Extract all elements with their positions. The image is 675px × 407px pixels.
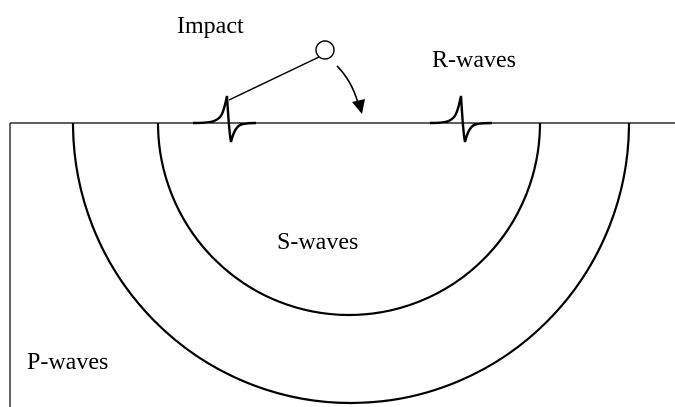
impact-arrow-head-icon — [352, 99, 365, 114]
s-wave-front — [156, 122, 542, 317]
p-wave-front — [71, 122, 631, 405]
label-s-waves: S-waves — [277, 229, 358, 255]
impact-arrow-shaft — [336, 65, 359, 104]
impact-pointer-line — [228, 56, 320, 101]
r-wave-pulse-left — [192, 95, 257, 143]
impact-source-icon — [315, 40, 335, 60]
r-wave-pulse-right — [429, 95, 493, 143]
label-r-waves: R-waves — [432, 47, 516, 73]
label-p-waves: P-waves — [27, 349, 108, 375]
label-impact: Impact — [177, 13, 244, 39]
